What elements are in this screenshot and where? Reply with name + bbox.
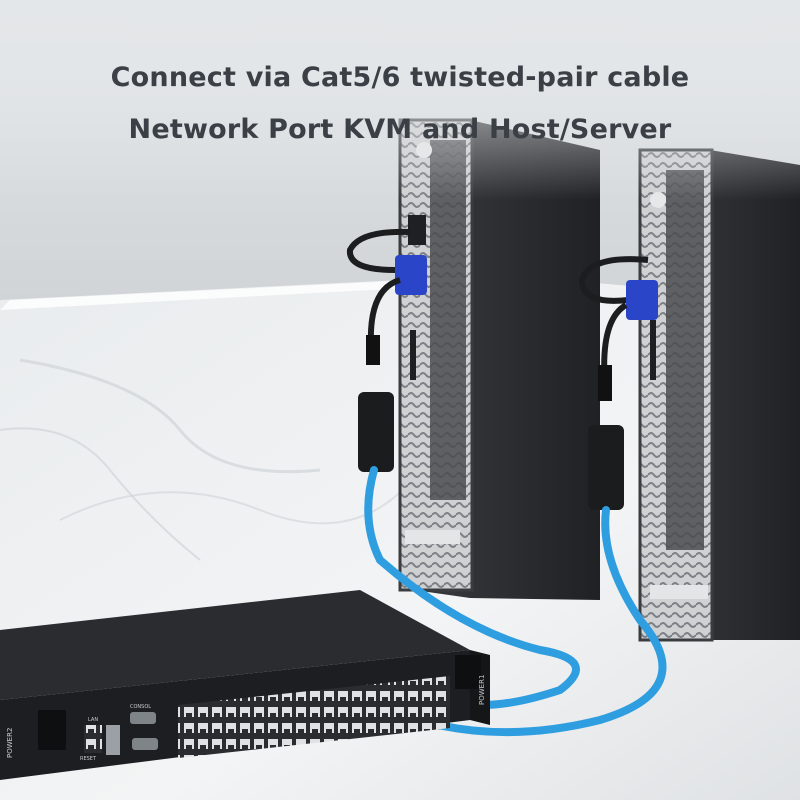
kvm-adapter-right [578, 256, 658, 510]
kvm-adapter-left [347, 228, 427, 472]
power2-label: POWER2 [6, 728, 14, 758]
caption-line-1: Connect via Cat5/6 twisted-pair cable [110, 62, 690, 93]
power1-label: POWER1 [478, 675, 486, 705]
lan-label: LAN [88, 717, 98, 723]
power-socket-icon [38, 710, 66, 750]
reset-label: RESET [80, 756, 97, 762]
console-label: CONSOL [130, 704, 151, 710]
vga-connector-icon [395, 255, 427, 295]
rj45-port-bank [178, 676, 450, 758]
cat6-cables [364, 466, 667, 737]
caption-line-2: Network Port KVM and Host/Server [128, 114, 672, 145]
usb-port-icon [106, 725, 120, 755]
kvm-switch [0, 590, 490, 780]
rj45-port-icon [84, 725, 102, 753]
